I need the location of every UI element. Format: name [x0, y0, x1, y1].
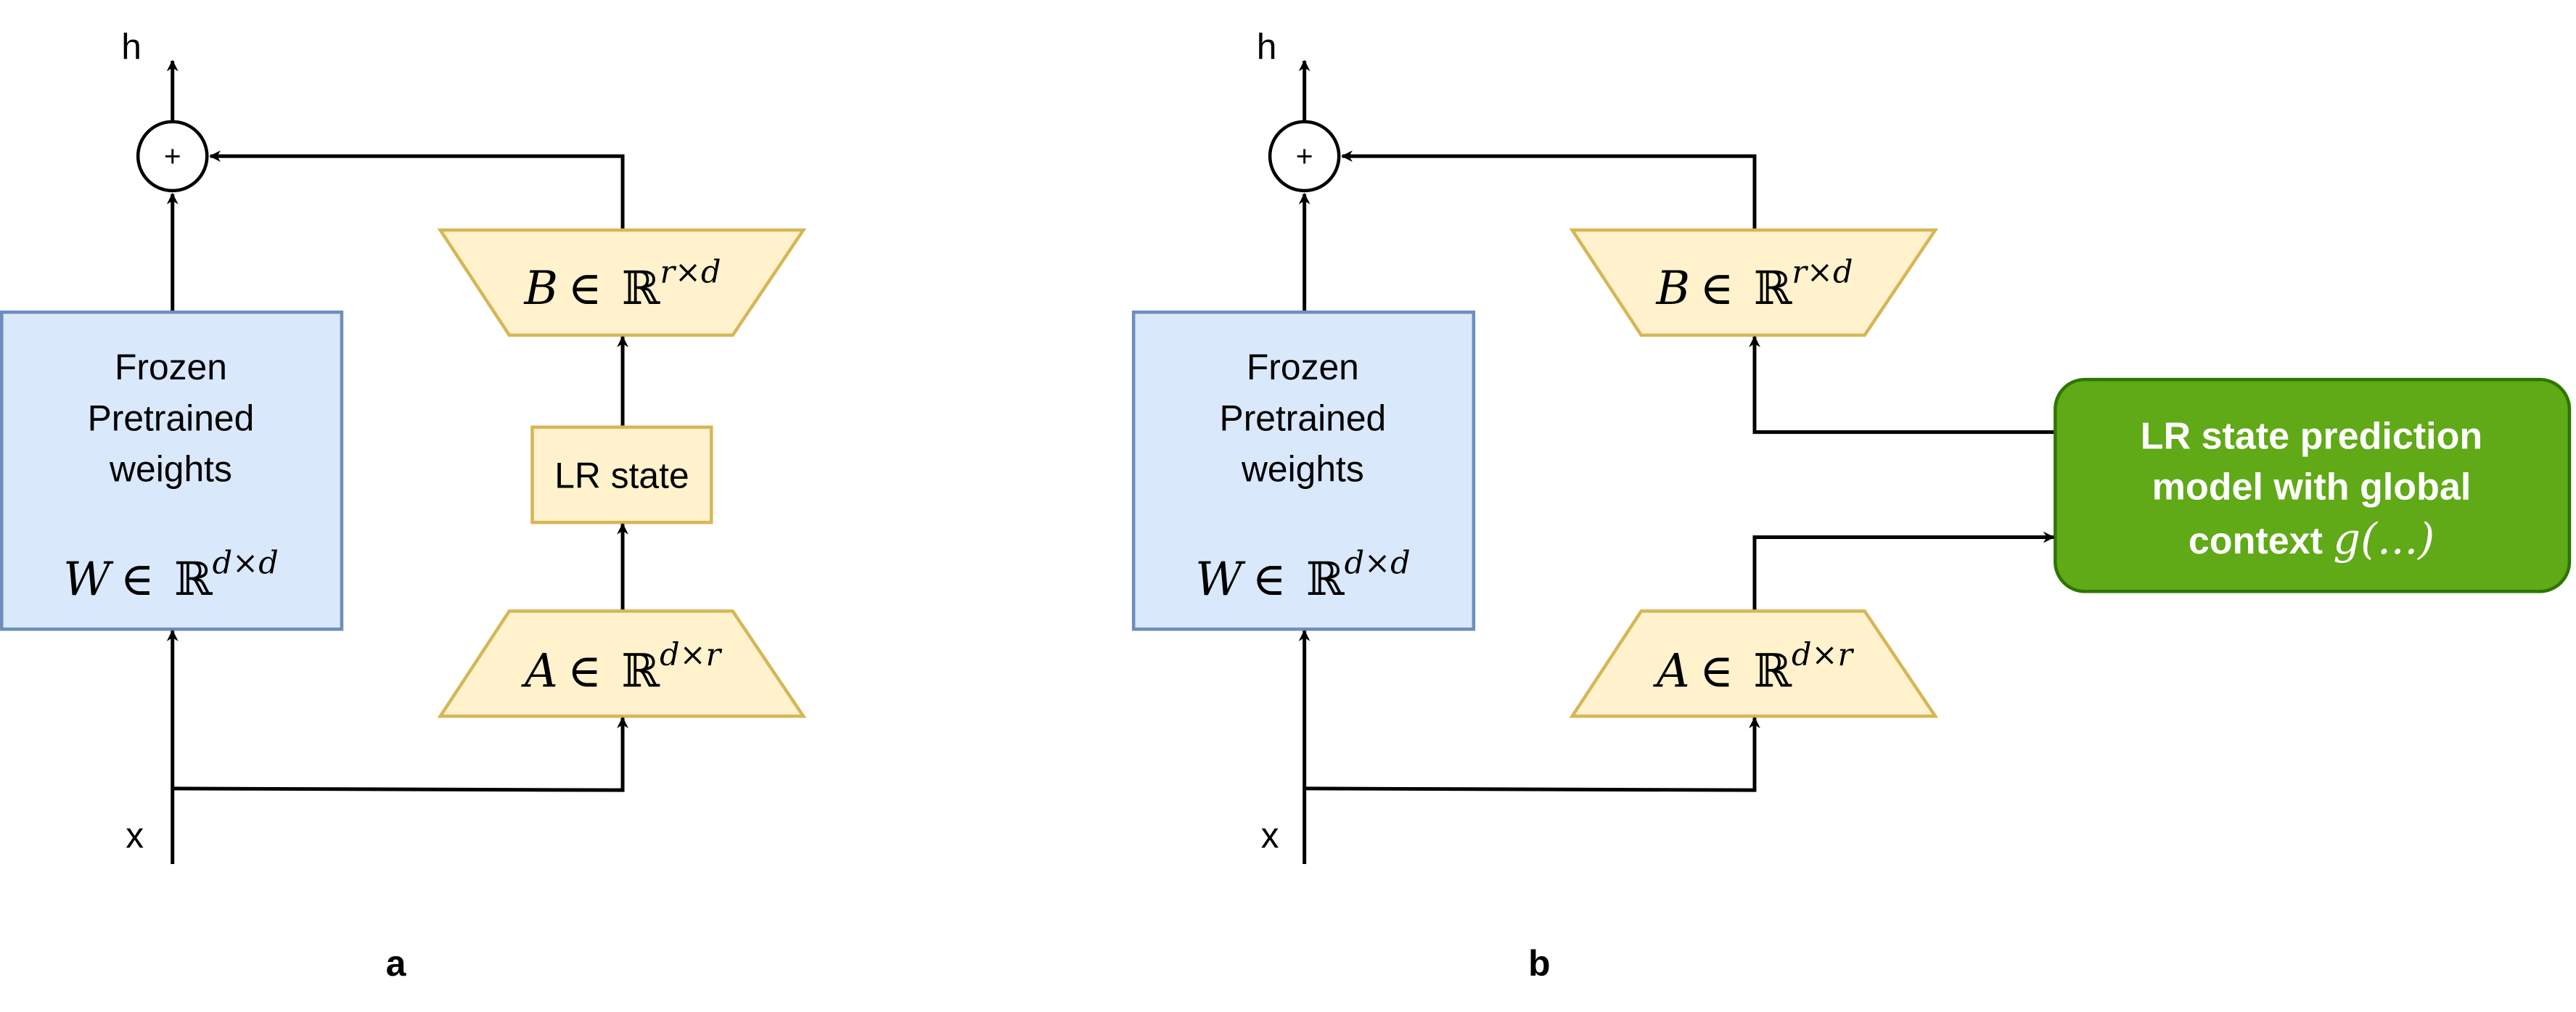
input-to-a-arrow — [172, 716, 628, 792]
panel-label-b: b — [1528, 943, 1550, 984]
panel-b: h + Frozen Pretrained weights W∈ℝd×d B∈ℝ… — [1131, 27, 2572, 984]
sum-node: + — [136, 120, 209, 193]
a-matrix-math: A∈ℝd×r — [1653, 637, 1855, 697]
input-label-x: x — [1261, 815, 1279, 855]
frozen-math: W∈ℝd×d — [1195, 545, 1411, 605]
b-matrix-trapezoid: B∈ℝr×d — [1569, 228, 1939, 337]
sum-symbol: + — [164, 139, 181, 173]
input-to-a-arrow — [1304, 716, 1760, 792]
b-to-sum-arrow — [209, 150, 625, 231]
a-to-predictor-arrow — [1752, 531, 2055, 612]
a-matrix-trapezoid: A∈ℝd×r — [1569, 609, 1939, 718]
predictor-line-2: model with global — [2152, 466, 2472, 508]
frozen-line-2: Pretrained — [88, 398, 255, 438]
frozen-weights-box: Frozen Pretrained weights W∈ℝd×d — [0, 310, 344, 631]
input-label-x: x — [126, 815, 144, 855]
predictor-line-1: LR state prediction — [2141, 415, 2483, 457]
frozen-line-2: Pretrained — [1219, 398, 1386, 438]
lr-state-box: LR state — [530, 425, 713, 524]
a-matrix-math: A∈ℝd×r — [521, 637, 723, 697]
sum-node: + — [1268, 120, 1341, 193]
frozen-line-1: Frozen — [115, 347, 227, 387]
frozen-math: W∈ℝd×d — [63, 545, 279, 605]
output-label-h: h — [121, 27, 141, 67]
a-matrix-trapezoid: A∈ℝd×r — [437, 609, 807, 718]
panel-a: h + Frozen Pretrained weights W∈ℝd×d B∈ℝ… — [0, 27, 807, 984]
output-label-h: h — [1257, 27, 1277, 67]
frozen-weights-box: Frozen Pretrained weights W∈ℝd×d — [1131, 310, 1476, 631]
panel-label-a: a — [386, 943, 407, 984]
frozen-line-1: Frozen — [1247, 347, 1359, 387]
lr-state-label: LR state — [554, 456, 689, 496]
sum-symbol: + — [1296, 139, 1313, 173]
b-to-sum-arrow — [1341, 150, 1757, 231]
lr-state-predictor-box: LR state prediction model with global co… — [2054, 377, 2572, 593]
b-matrix-trapezoid: B∈ℝr×d — [437, 228, 807, 337]
b-matrix-math: B∈ℝr×d — [1655, 255, 1853, 315]
frozen-line-3: weights — [109, 449, 232, 490]
predictor-line-3: context g(...) — [2189, 514, 2435, 564]
predictor-to-b-arrow — [1749, 335, 2056, 435]
b-matrix-math: B∈ℝr×d — [524, 255, 721, 315]
frozen-line-3: weights — [1241, 449, 1364, 490]
